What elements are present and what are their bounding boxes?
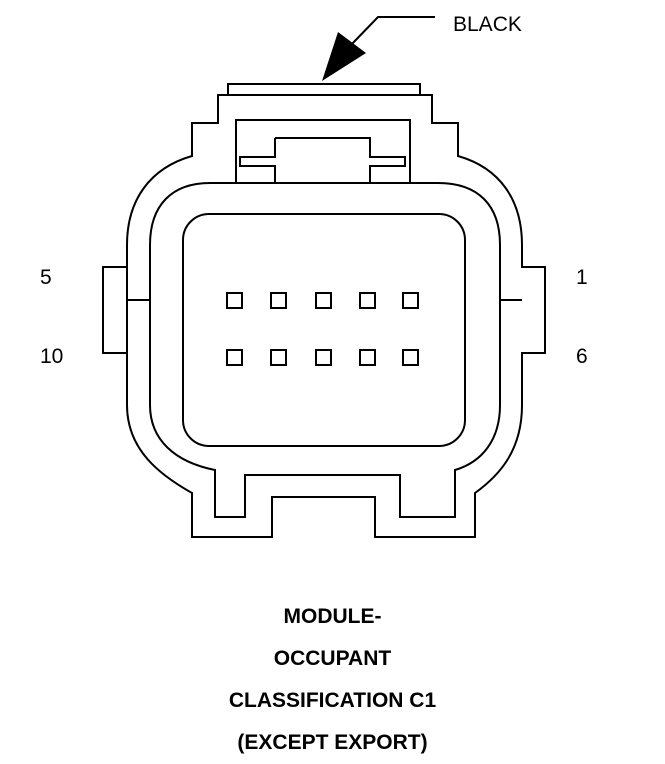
caption-line-2: OCCUPANT: [273, 647, 392, 670]
pin-label-top-right: 1: [576, 266, 588, 289]
pin-cavity-6: [402, 349, 419, 366]
pin-cavity-5: [226, 292, 243, 309]
connector-color-label: BLACK: [453, 13, 522, 36]
callout-arrowhead: [322, 32, 366, 81]
caption-line-3: CLASSIFICATION C1: [228, 689, 437, 712]
connector-inner-body: [127, 182, 522, 518]
pin-cavity-8: [315, 349, 332, 366]
terminal-cavity-face: [182, 213, 466, 447]
pin-cavity-1: [402, 292, 419, 309]
connector-outer-housing: [102, 83, 546, 538]
caption-line-4: (EXCEPT EXPORT): [237, 731, 428, 754]
color-callout-leader: [322, 16, 435, 81]
pin-cavity-3: [315, 292, 332, 309]
connector-face-diagram: BLACK 5 10 1 6: [40, 13, 588, 538]
caption-line-1: MODULE-: [283, 605, 382, 628]
pin-label-bottom-right: 6: [576, 345, 588, 368]
pin-label-bottom-left: 10: [40, 345, 63, 368]
pin-cavity-2: [359, 292, 376, 309]
pin-label-top-left: 5: [40, 266, 52, 289]
pin-cavity-4: [270, 292, 287, 309]
pin-cavity-7: [359, 349, 376, 366]
connector-inner-shroud: [235, 119, 411, 184]
pin-cavities: [226, 292, 419, 366]
pin-cavity-10: [226, 349, 243, 366]
pin-cavity-9: [270, 349, 287, 366]
connector-caption: MODULE- OCCUPANT CLASSIFICATION C1 (EXCE…: [0, 596, 665, 764]
locking-tab: [239, 137, 406, 183]
